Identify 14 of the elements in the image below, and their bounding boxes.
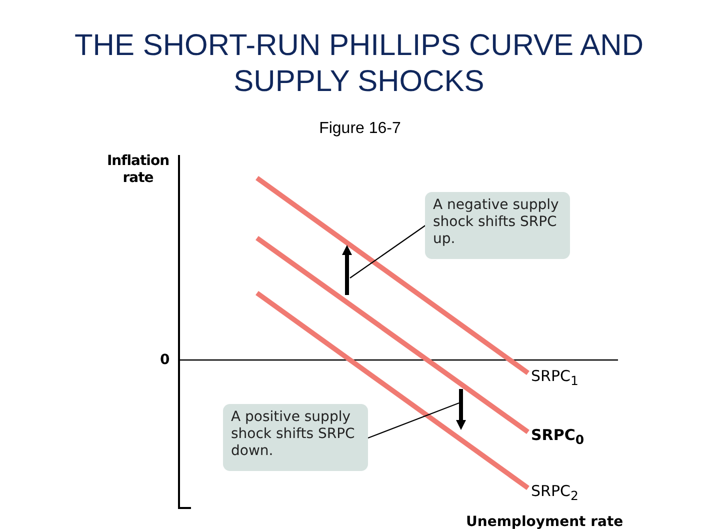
callout-box: A positive supply shock shifts SRPC down.: [223, 404, 368, 471]
callout-box: A negative supply shock shifts SRPC up.: [425, 192, 570, 259]
curve-label: SRPC$_{0}$: [531, 426, 584, 447]
axis-title: Inflation rate: [106, 153, 170, 187]
leader-line: [350, 224, 426, 278]
figure-number: Figure 16-7: [318, 120, 402, 138]
leader-line: [368, 402, 460, 439]
title: THE SHORT-RUN PHILLIPS CURVE AND SUPPLY SHOCKS: [73, 28, 645, 100]
tick-label: 0: [160, 352, 170, 368]
curve-label: SRPC$_{2}$: [531, 482, 578, 503]
shift-arrow: [456, 389, 466, 430]
shift-arrow: [342, 245, 352, 295]
axis-title: Unemployment rate: [466, 514, 624, 529]
curve-label: SRPC$_{1}$: [531, 367, 578, 388]
